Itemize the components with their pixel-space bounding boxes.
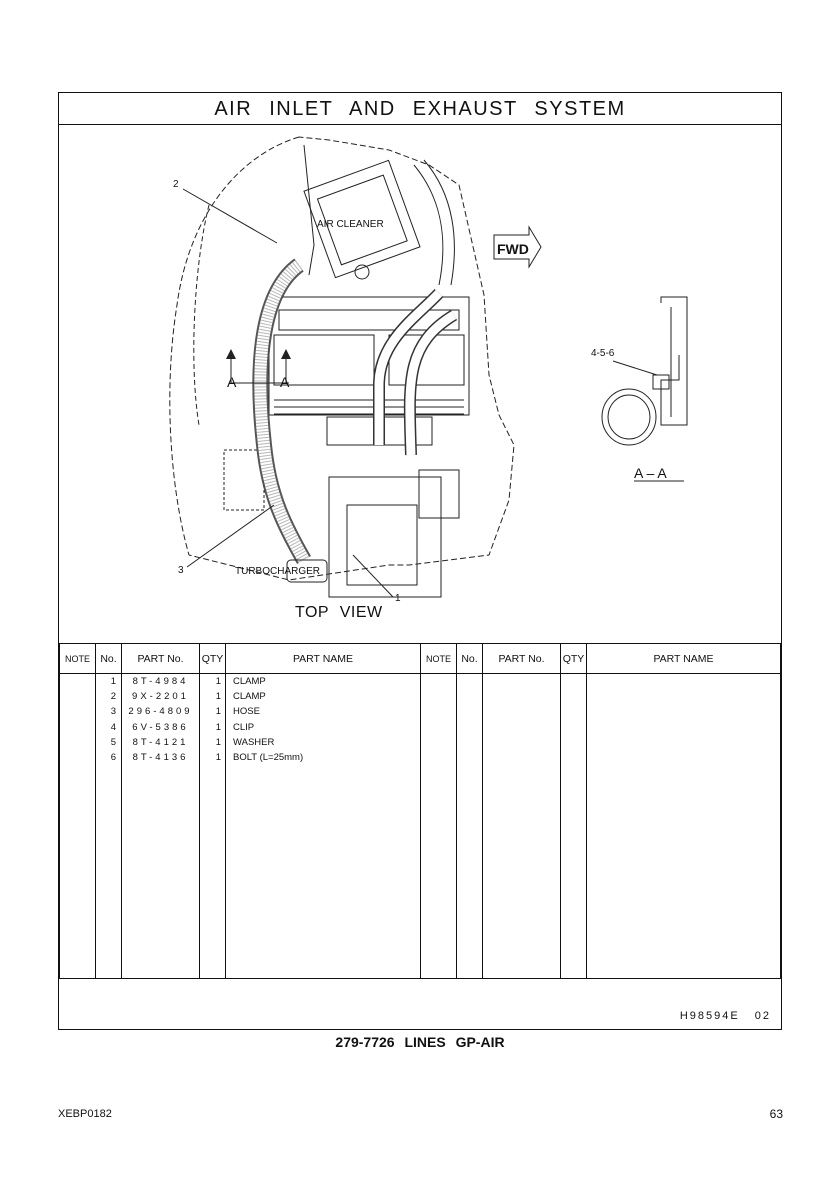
- row-5-qty: 1: [215, 736, 221, 748]
- row-4-qty: 1: [215, 721, 221, 733]
- parts-drawing: AIR CLEANER FWD TURBOCHARGER TOP VIEW A …: [59, 125, 781, 643]
- table-body-row: 1 2 3 4 5 6 8T-4984 9X-2201 296-4809 6V-…: [59, 673, 781, 979]
- engine-diagram: [169, 136, 688, 598]
- label-top-view: TOP VIEW: [295, 604, 383, 621]
- row-4-no: 4: [110, 721, 116, 733]
- label-fwd: FWD: [497, 241, 529, 257]
- col-header-qty-right: QTY: [560, 643, 587, 674]
- col-header-note-right: NOTE: [420, 643, 457, 674]
- callout-1: 1: [395, 593, 401, 604]
- note-column-right: [420, 673, 457, 979]
- part-name-column-right: [586, 673, 781, 979]
- row-6-name: BOLT (L=25mm): [233, 751, 304, 763]
- parts-page-frame: AIR INLET AND EXHAUST SYSTEM: [58, 92, 782, 1030]
- illustration-code: H98594E 02: [679, 1010, 771, 1022]
- row-5-part-no: 8T-4121: [132, 736, 189, 748]
- col-header-no-right: No.: [456, 643, 483, 674]
- col-header-part-name-right: PART NAME: [586, 643, 781, 674]
- row-6-qty: 1: [215, 751, 221, 763]
- section-mark-left: A: [227, 374, 237, 390]
- row-2-part-no: 9X-2201: [132, 691, 189, 703]
- no-column-right: [456, 673, 483, 979]
- no-column: 1 2 3 4 5 6: [95, 673, 122, 979]
- col-header-part-name: PART NAME: [225, 643, 421, 674]
- parts-table: NOTE No. PART No. QTY PART NAME NOTE No.…: [59, 643, 781, 979]
- frame-footer: H98594E 02: [59, 978, 781, 1031]
- row-3-part-no: 296-4809: [128, 706, 193, 718]
- callout-3: 3: [178, 565, 184, 576]
- row-1-part-no: 8T-4984: [132, 676, 189, 687]
- col-header-no: No.: [95, 643, 122, 674]
- callout-2: 2: [173, 179, 179, 190]
- qty-column-right: [560, 673, 587, 979]
- document-id: XEBP0182: [58, 1108, 112, 1120]
- label-air-cleaner: AIR CLEANER: [317, 219, 384, 230]
- row-5-name: WASHER: [233, 736, 275, 748]
- row-2-name: CLAMP: [233, 691, 266, 703]
- row-6-part-no: 8T-4136: [132, 751, 189, 763]
- row-1-name: CLAMP: [233, 676, 266, 687]
- part-no-column: 8T-4984 9X-2201 296-4809 6V-5386 8T-4121…: [121, 673, 200, 979]
- part-name-column: CLAMP CLAMP HOSE CLIP WASHER BOLT (L=25m…: [225, 673, 421, 979]
- page-number: 63: [769, 1107, 783, 1121]
- qty-column: 1 1 1 1 1 1: [199, 673, 226, 979]
- row-1-no: 1: [110, 676, 116, 687]
- row-6-no: 6: [110, 751, 116, 763]
- label-section-view: A – A: [634, 465, 667, 481]
- row-2-no: 2: [110, 691, 116, 703]
- part-no-column-right: [482, 673, 561, 979]
- label-turbocharger: TURBOCHARGER: [235, 566, 321, 577]
- page-title: AIR INLET AND EXHAUST SYSTEM: [59, 93, 781, 125]
- callout-4-5-6: 4-5-6: [591, 348, 615, 359]
- row-3-no: 3: [110, 706, 116, 718]
- col-header-qty: QTY: [199, 643, 226, 674]
- section-mark-right: A: [280, 374, 290, 390]
- col-header-part-no-right: PART No.: [482, 643, 561, 674]
- group-caption: 279-7726 LINES GP-AIR: [335, 1034, 505, 1050]
- col-header-note: NOTE: [59, 643, 96, 674]
- row-3-name: HOSE: [233, 706, 260, 718]
- row-3-qty: 1: [215, 706, 221, 718]
- row-5-no: 5: [110, 736, 116, 748]
- row-4-part-no: 6V-5386: [132, 721, 189, 733]
- row-1-qty: 1: [215, 676, 221, 687]
- note-column: [59, 673, 96, 979]
- row-4-name: CLIP: [233, 721, 255, 733]
- col-header-part-no: PART No.: [121, 643, 200, 674]
- row-2-qty: 1: [215, 691, 221, 703]
- table-header-row: NOTE No. PART No. QTY PART NAME NOTE No.…: [59, 643, 781, 674]
